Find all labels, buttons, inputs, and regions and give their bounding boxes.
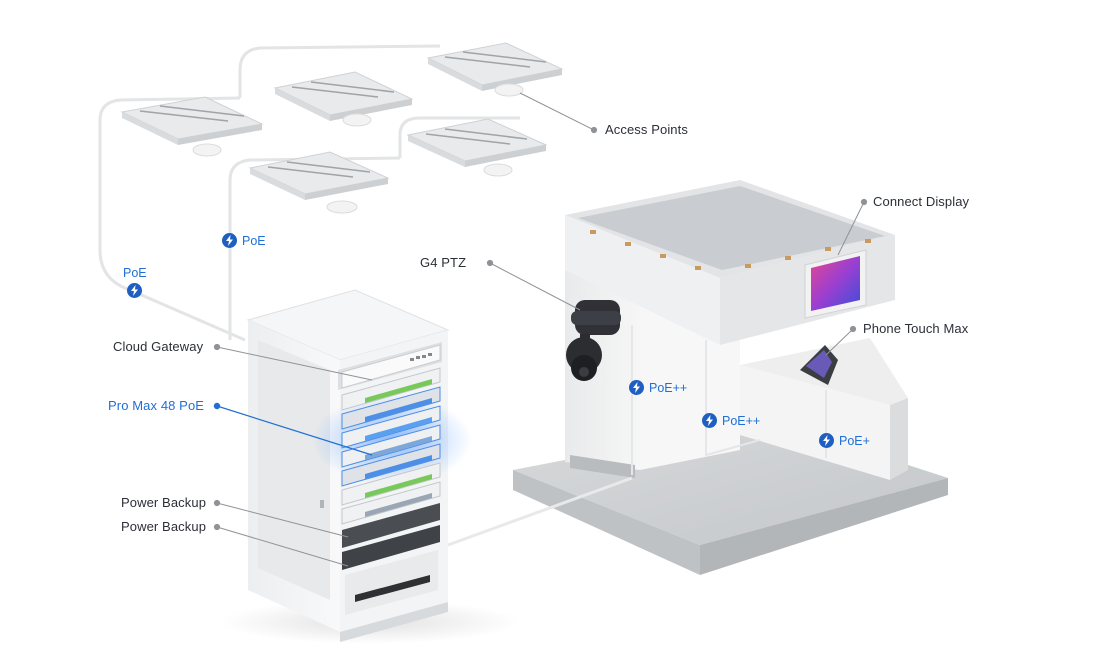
lightning-bolt-icon xyxy=(702,413,717,428)
switch-7 xyxy=(341,481,441,525)
label-connect-display: Connect Display xyxy=(873,194,970,209)
label-power-backup-1: Power Backup xyxy=(121,495,207,510)
pro-max-leader xyxy=(213,402,373,456)
poe-label: PoE xyxy=(123,266,147,280)
poe-badge-display: PoE++ xyxy=(702,413,760,428)
switch-6 xyxy=(341,462,441,506)
leader-lines xyxy=(213,92,868,567)
ap-cables xyxy=(98,44,520,342)
switch-3 xyxy=(341,405,441,449)
label-cloud-gateway: Cloud Gateway xyxy=(113,339,204,354)
lightning-bolt-icon xyxy=(127,283,143,298)
poe-badge-mid-ap: PoE xyxy=(222,233,266,248)
poe-label: PoE xyxy=(242,233,266,248)
switch-1 xyxy=(341,367,441,411)
lightning-bolt-icon xyxy=(222,233,237,248)
switch-5 xyxy=(341,443,441,487)
label-access-points: Access Points xyxy=(605,122,688,137)
building-model xyxy=(447,180,948,575)
poe-label: PoE++ xyxy=(722,413,761,428)
poe-label: PoE+ xyxy=(839,433,870,448)
poe-badge-ptz: PoE++ xyxy=(629,380,687,395)
ptz-camera xyxy=(566,300,621,381)
label-phone-touch-max: Phone Touch Max xyxy=(863,321,969,336)
server-rack xyxy=(246,289,472,642)
ceiling-tile-3 xyxy=(426,42,564,97)
poe-label: PoE++ xyxy=(649,380,688,395)
label-power-backup-2: Power Backup xyxy=(121,519,207,534)
poe-badge-left-ap: PoE xyxy=(123,266,147,298)
poe-badge-phone: PoE+ xyxy=(819,433,870,448)
lightning-bolt-icon xyxy=(629,380,644,395)
label-g4-ptz: G4 PTZ xyxy=(420,255,467,270)
ceiling-tile-5 xyxy=(406,118,548,177)
label-pro-max-48-poe: Pro Max 48 PoE xyxy=(108,398,205,413)
lightning-bolt-icon xyxy=(819,433,834,448)
switch-4 xyxy=(341,424,441,468)
ceiling-tile-2 xyxy=(273,71,414,127)
switch-2 xyxy=(341,386,441,430)
ceiling-tile-4 xyxy=(248,151,390,214)
ceiling-tile-1 xyxy=(120,96,264,157)
